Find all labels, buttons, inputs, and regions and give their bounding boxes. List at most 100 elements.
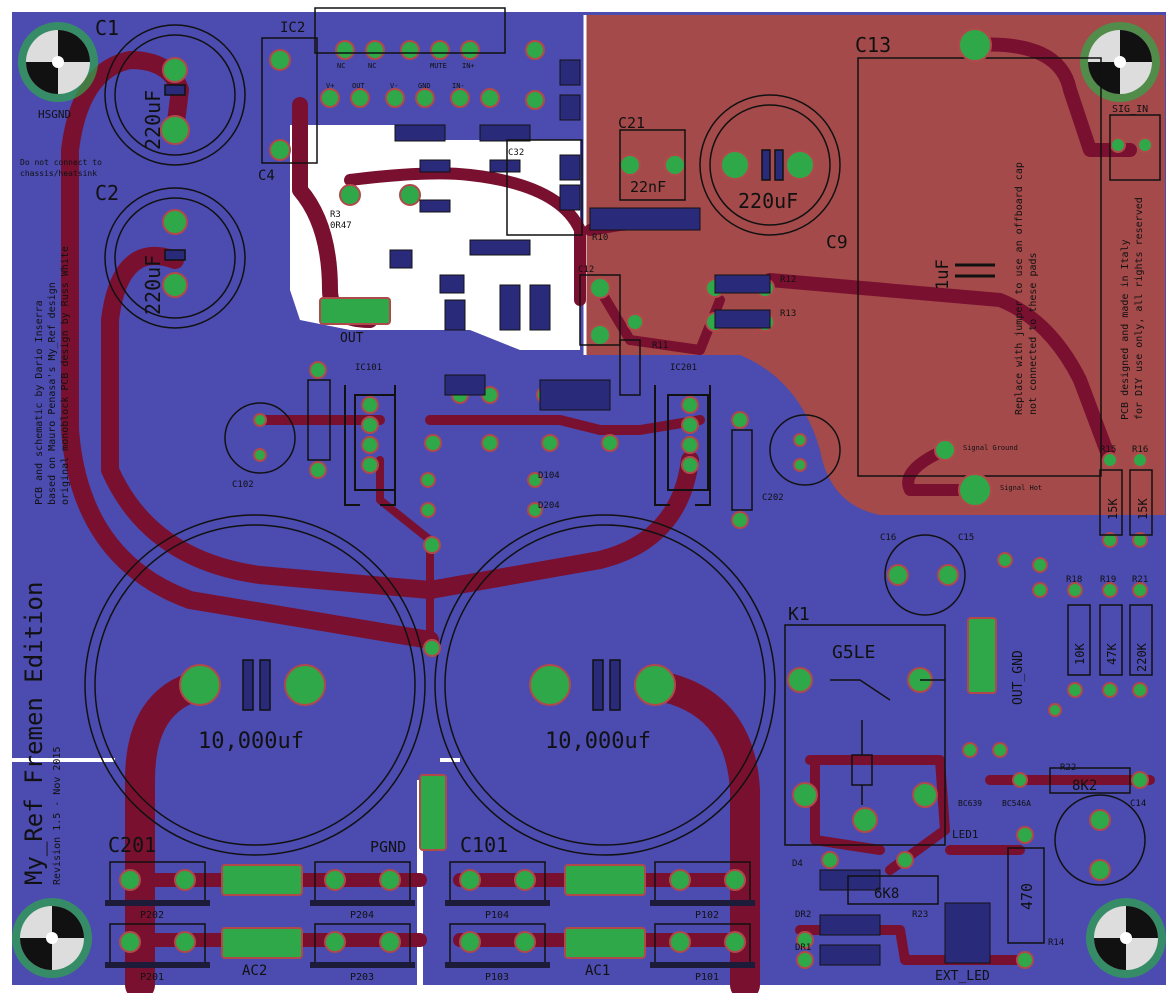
label-k1: K1 (788, 604, 810, 625)
label-cap-220-a: 220uF (141, 90, 165, 150)
label-led1: LED1 (952, 828, 979, 841)
ic2-pin-nc2: NC (368, 62, 376, 70)
label-r13: R13 (780, 309, 796, 319)
label-r23-val: 6K8 (874, 886, 899, 902)
label-c13-value: 1uF (933, 259, 953, 290)
ic2-pin-gnd: GND (418, 82, 431, 90)
label-c12: C12 (578, 265, 594, 275)
label-ic201: IC201 (670, 363, 697, 373)
label-ac2: AC2 (242, 963, 267, 979)
pads (119, 28, 1153, 969)
mounting-holes (12, 22, 1166, 978)
label-p102: P102 (695, 910, 719, 921)
label-r19-val: 47K (1105, 643, 1119, 665)
credit-line-2: based on Mauro Penasa's My_Ref design (47, 282, 58, 505)
credit-line-3: original monoblock PCB design by Russ Wh… (60, 246, 71, 505)
label-ic101: IC101 (355, 363, 382, 373)
resistor-bodies (261, 7, 1161, 944)
board-title: My_Ref Fremen Edition (20, 582, 48, 885)
hsgnd-note-1: Do not connect to (20, 158, 102, 167)
label-d104: D104 (538, 471, 560, 481)
label-cap-10k-right: 10,000uf (545, 729, 651, 754)
relay-symbol (830, 679, 945, 805)
credit-line-1: PCB and schematic by Dario Inserra (34, 300, 45, 505)
label-p203: P203 (350, 972, 374, 983)
label-c21: C21 (618, 114, 645, 132)
ic2-pin-in-minus: IN- (452, 82, 465, 90)
label-c202: C202 (762, 493, 784, 503)
offboard-note-1: Replace with jumper to use an offboard c… (1014, 162, 1025, 415)
label-p104: P104 (485, 910, 509, 921)
label-c15: C15 (958, 533, 974, 543)
label-r3-val: 0R47 (330, 221, 352, 231)
label-r3: R3 (330, 210, 341, 220)
label-r19: R19 (1100, 575, 1116, 585)
label-p101: P101 (695, 972, 719, 983)
ic2-pin-nc1: NC (337, 62, 345, 70)
label-p202: P202 (140, 910, 164, 921)
label-r18: R18 (1066, 575, 1082, 585)
label-sig-in: SIG_IN (1112, 104, 1148, 115)
label-c4: C4 (258, 168, 275, 184)
label-r14-val: 470 (1018, 883, 1036, 910)
label-cap-10k-left: 10,000uf (198, 729, 304, 754)
made-in-line-1: PCB designed and made in Italy (1120, 239, 1131, 420)
label-c1: C1 (95, 16, 119, 40)
label-c2: C2 (95, 181, 119, 205)
label-bc546a: BC546A (1002, 799, 1031, 808)
label-hsgnd: HSGND (38, 108, 71, 121)
label-ext-led: EXT_LED (935, 969, 990, 984)
label-p201: P201 (140, 972, 164, 983)
ic2-pin-vplus: V+ (326, 82, 334, 90)
top-copper-pour (585, 15, 1165, 515)
label-out-gnd: OUT_GND (1011, 650, 1026, 705)
hsgnd-note-2: chassis/heatsink (20, 169, 97, 178)
offboard-note-2: not connected to these pads (1028, 252, 1039, 415)
label-r21-val: 220K (1135, 642, 1149, 672)
label-c14: C14 (1130, 799, 1146, 809)
label-ac1: AC1 (585, 963, 610, 979)
ic2-pin-out: OUT (352, 82, 365, 90)
label-d204: D204 (538, 501, 560, 511)
label-r16-val: 15K (1136, 498, 1150, 520)
label-c102: C102 (232, 480, 254, 490)
label-c21-val: 22nF (630, 178, 666, 196)
label-c32: C32 (508, 148, 524, 158)
label-signal-ground: Signal Ground (963, 444, 1018, 452)
label-out: OUT (340, 331, 364, 346)
label-c101: C101 (460, 833, 508, 857)
label-r15: R15 (1100, 445, 1116, 455)
label-d4: D4 (792, 859, 803, 869)
label-ic2: IC2 (280, 20, 305, 36)
label-r11: R11 (652, 341, 668, 351)
label-r14: R14 (1048, 938, 1064, 948)
smd-parts (389, 59, 991, 966)
label-p103: P103 (485, 972, 509, 983)
c13-symbol (955, 263, 995, 278)
label-r18-val: 10K (1073, 643, 1087, 665)
label-c9: C9 (826, 232, 848, 253)
label-cap-220-c: 220uF (738, 189, 798, 213)
label-r15-val: 15K (1106, 498, 1120, 520)
made-in-line-2: for DIY use only, all rights reserved (1134, 197, 1145, 420)
label-r12: R12 (780, 275, 796, 285)
ic2-pin-vminus: V- (390, 82, 398, 90)
label-relay: G5LE (832, 642, 875, 663)
label-bc639: BC639 (958, 799, 982, 808)
label-c16: C16 (880, 533, 896, 543)
label-cap-220-b: 220uF (141, 255, 165, 315)
label-r22-val: 8K2 (1072, 778, 1097, 794)
label-c13: C13 (855, 33, 891, 57)
cap-markers (164, 84, 784, 711)
label-dr2: DR2 (795, 910, 811, 920)
label-dr1: DR1 (795, 943, 811, 953)
board-revision: Revision 1.5 - Nov 2015 (52, 747, 63, 885)
label-r16: R16 (1132, 445, 1148, 455)
ic2-pin-in-plus: IN+ (462, 62, 475, 70)
label-signal-hot: Signal Hot (1000, 484, 1042, 492)
label-r23: R23 (912, 910, 928, 920)
ic2-pin-mute: MUTE (430, 62, 447, 70)
label-r21: R21 (1132, 575, 1148, 585)
